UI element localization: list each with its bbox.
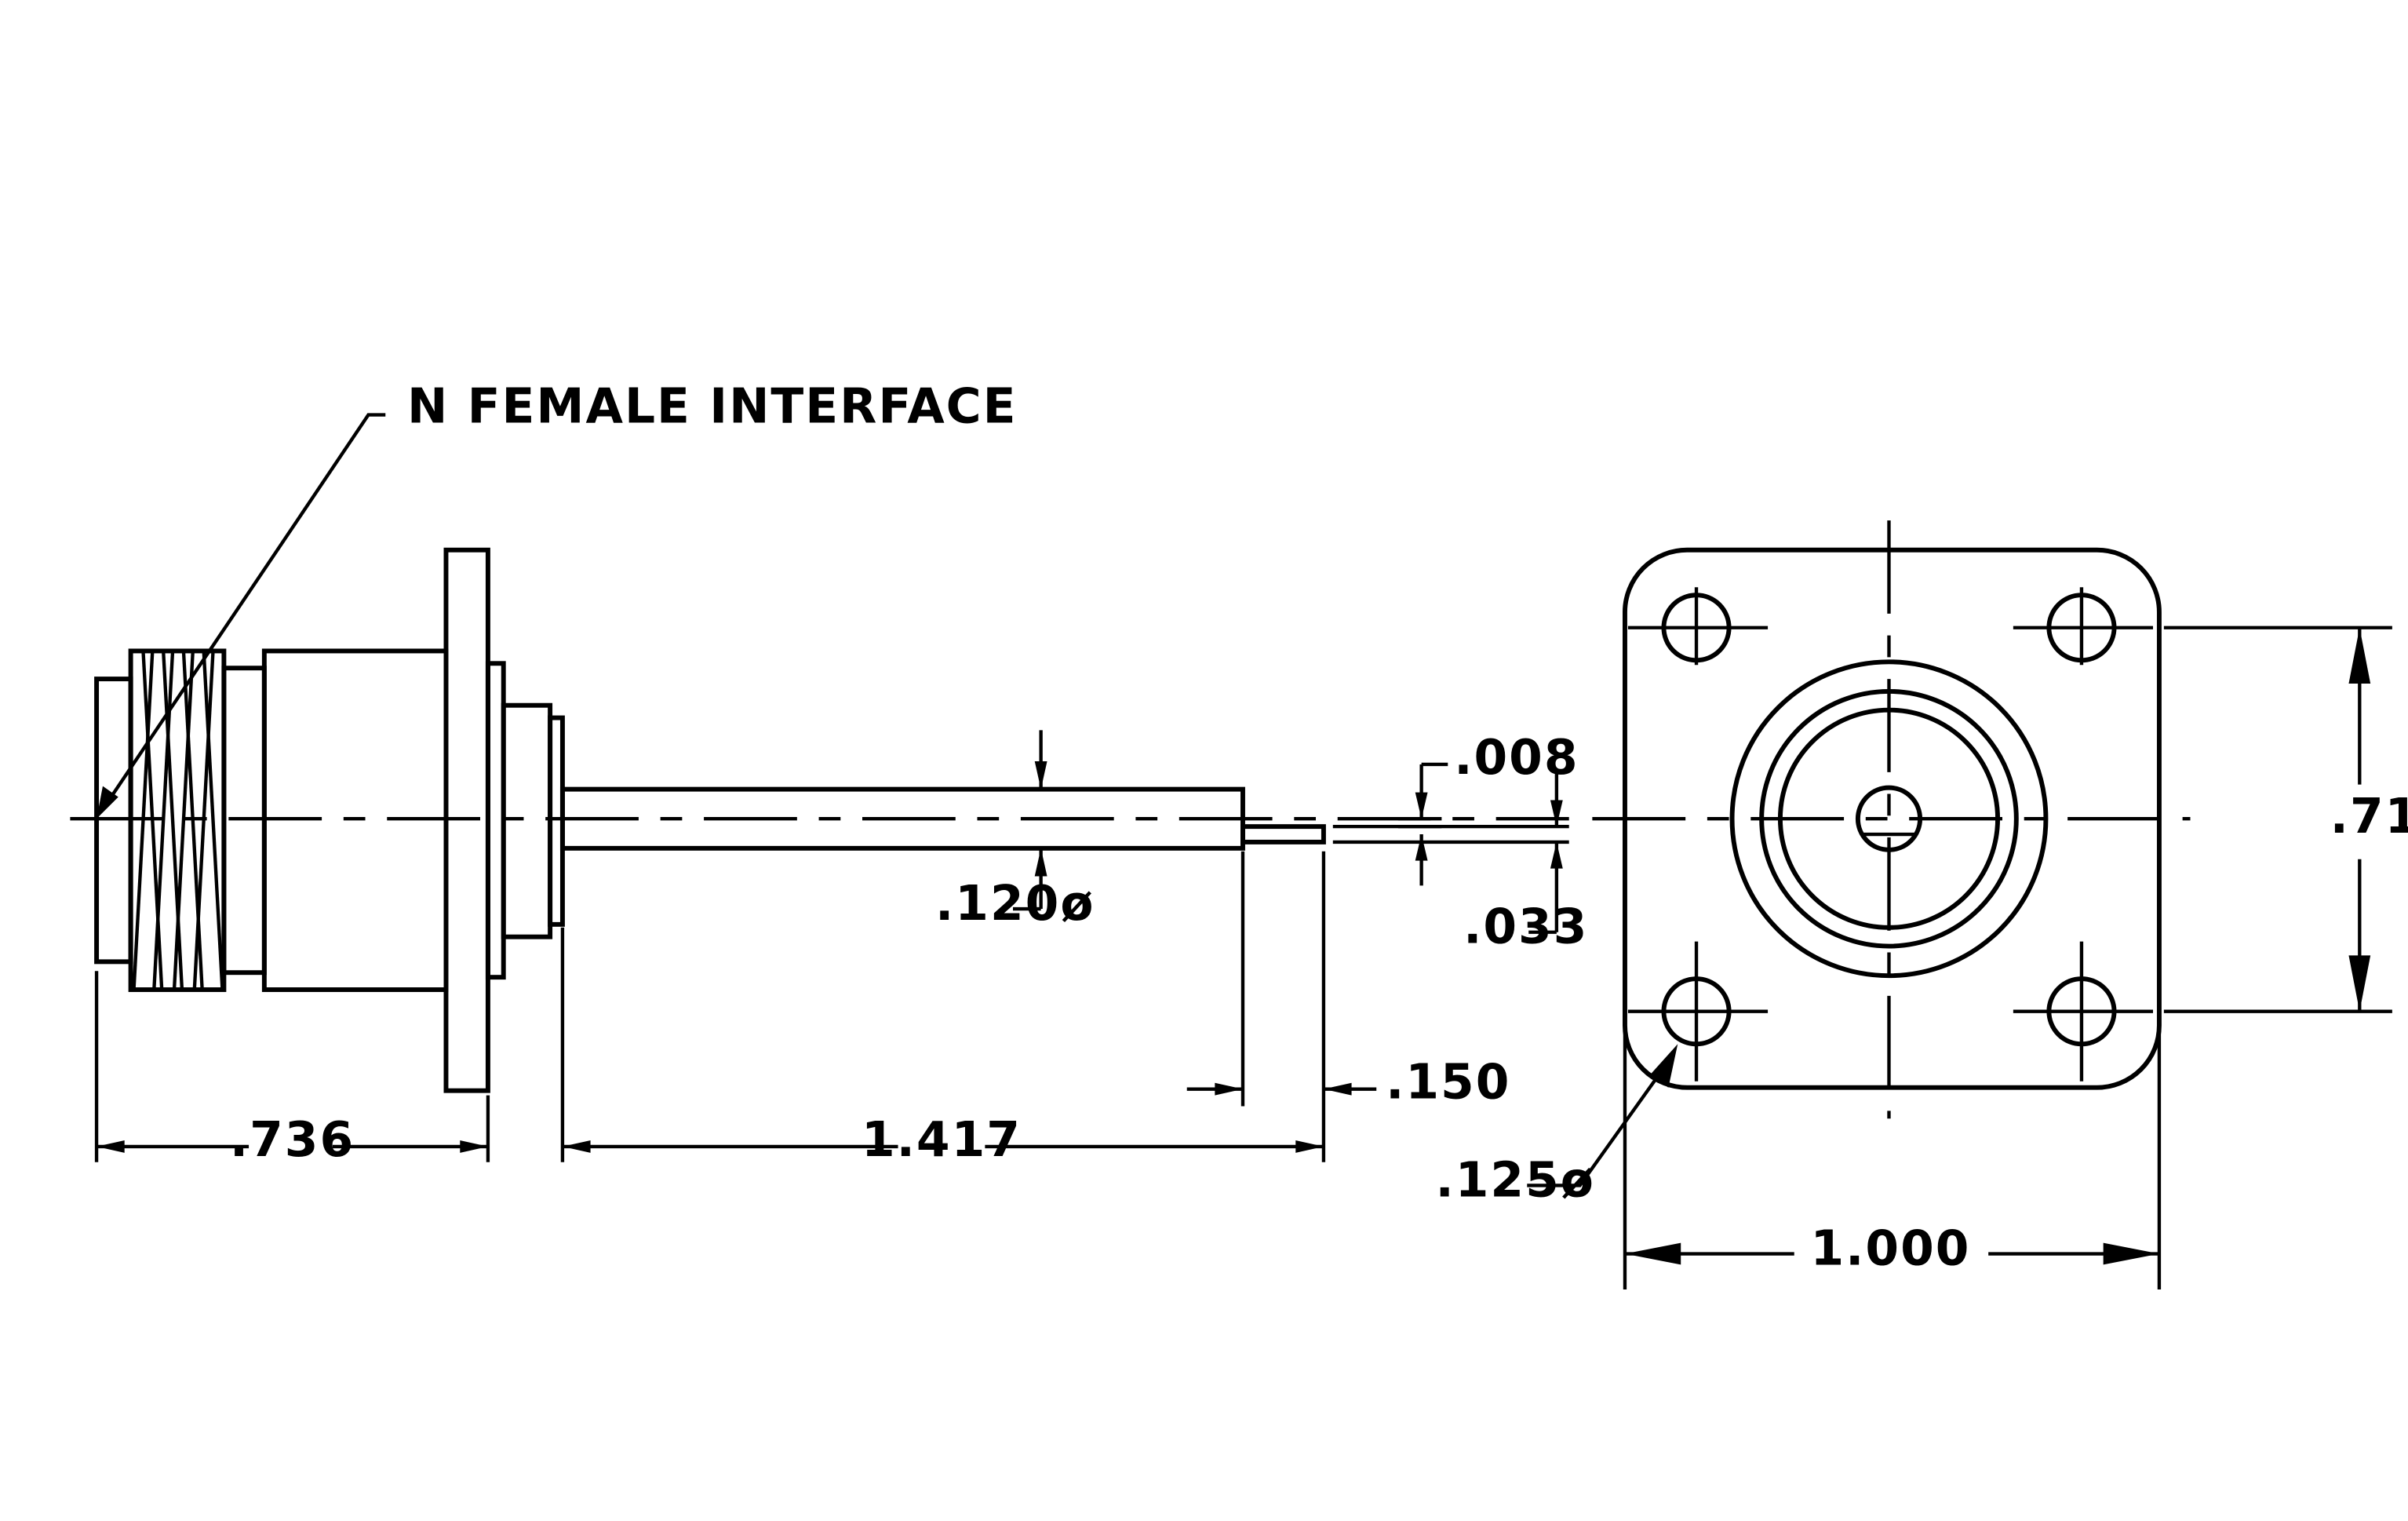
- dim-flange-width-label: 1.000: [1810, 1220, 1970, 1276]
- front-view: .718 1.000 .125ø: [1435, 520, 2408, 1290]
- dim-body-length-label: .736: [230, 1112, 355, 1168]
- dim-tip-diameter: .033: [1463, 771, 1588, 955]
- dim-flange-width: 1.000: [1623, 1025, 2162, 1290]
- dim-pin-diameter-label: .120ø: [935, 876, 1095, 932]
- side-view: N FEMALE INTERFACE .736 1.417: [70, 378, 1588, 1168]
- rear-boss: [501, 702, 553, 939]
- dim-mount-hole-diameter-label: .125ø: [1435, 1152, 1594, 1208]
- dim-pin-length: 1.417: [560, 851, 1326, 1168]
- mount-hole-bottom-left: [1627, 941, 1769, 1081]
- dim-hole-spacing-label: .718: [2330, 789, 2408, 844]
- center-contact: [1855, 785, 1923, 852]
- mount-hole-top-left: [1627, 587, 1769, 666]
- dim-tip-step-label: .008: [1454, 730, 1579, 786]
- dim-hole-spacing: .718: [2163, 626, 2408, 1013]
- mount-hole-bottom-right: [2013, 941, 2154, 1081]
- mount-hole-top-right: [2013, 587, 2154, 666]
- pin-tip: [1240, 824, 1326, 844]
- dim-body-length: .736: [94, 971, 490, 1168]
- interface-callout: N FEMALE INTERFACE: [97, 378, 1018, 819]
- pin: [559, 786, 1245, 851]
- dim-pin-length-label: 1.417: [862, 1112, 1022, 1168]
- dim-tip-diameter-label: .033: [1463, 899, 1588, 955]
- outer-ring: [1729, 659, 2049, 979]
- dim-mount-hole-diameter: .125ø: [1435, 1044, 1678, 1208]
- interface-label: N FEMALE INTERFACE: [407, 378, 1018, 434]
- dim-pin-tip-length: .150: [1186, 851, 1510, 1111]
- dim-pin-tip-length-label: .150: [1386, 1055, 1510, 1111]
- inner-ring: [1777, 707, 2001, 930]
- middle-ring: [1759, 688, 2019, 949]
- dim-pin-diameter: .120ø: [935, 730, 1095, 932]
